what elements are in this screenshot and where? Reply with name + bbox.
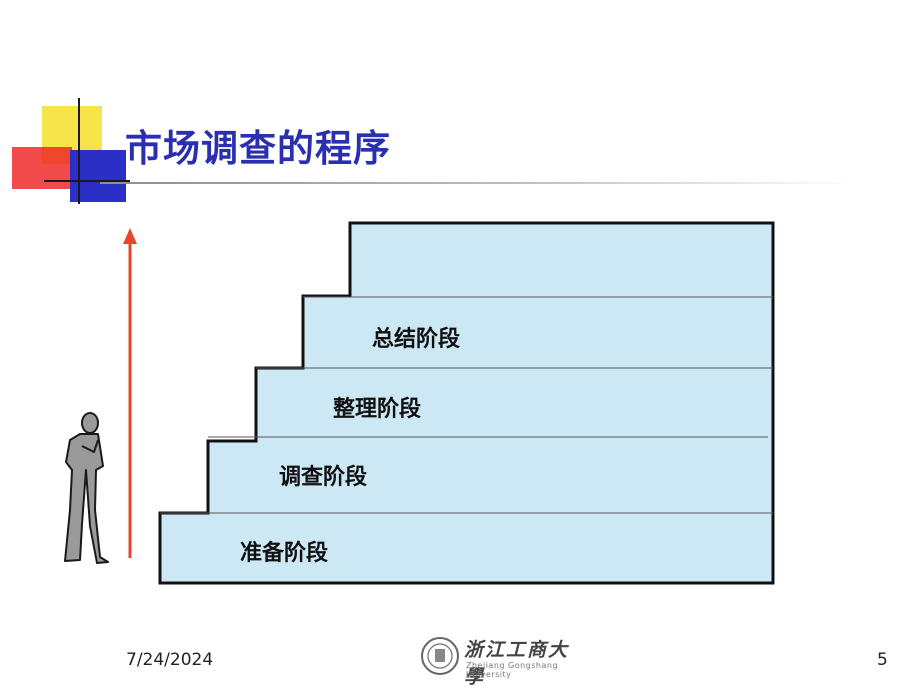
footer-date: 7/24/2024	[126, 650, 214, 670]
stage-label-prepare: 准备阶段	[240, 541, 329, 566]
stage-label-organize: 整理阶段	[333, 397, 422, 422]
up-arrow-head-icon	[123, 228, 137, 244]
university-seal-icon	[421, 637, 459, 675]
staircase-shape	[158, 221, 775, 585]
thinking-person-icon	[64, 412, 109, 564]
logo-name: 浙江工商大學	[464, 639, 570, 688]
stage-label-summary: 总结阶段	[372, 327, 461, 352]
decor-vertical-line	[78, 98, 80, 204]
title-underline	[100, 182, 860, 184]
page-number: 5	[877, 650, 888, 670]
logo-subtitle: Zhejiang Gongshang University	[466, 661, 559, 679]
slide-title: 市场调查的程序	[125, 127, 391, 170]
university-logo: 浙江工商大學 Zhejiang Gongshang University	[420, 634, 580, 688]
decor-red-square	[12, 147, 72, 189]
decor-horizontal-line	[44, 180, 130, 182]
stage-label-survey: 调查阶段	[279, 465, 368, 490]
